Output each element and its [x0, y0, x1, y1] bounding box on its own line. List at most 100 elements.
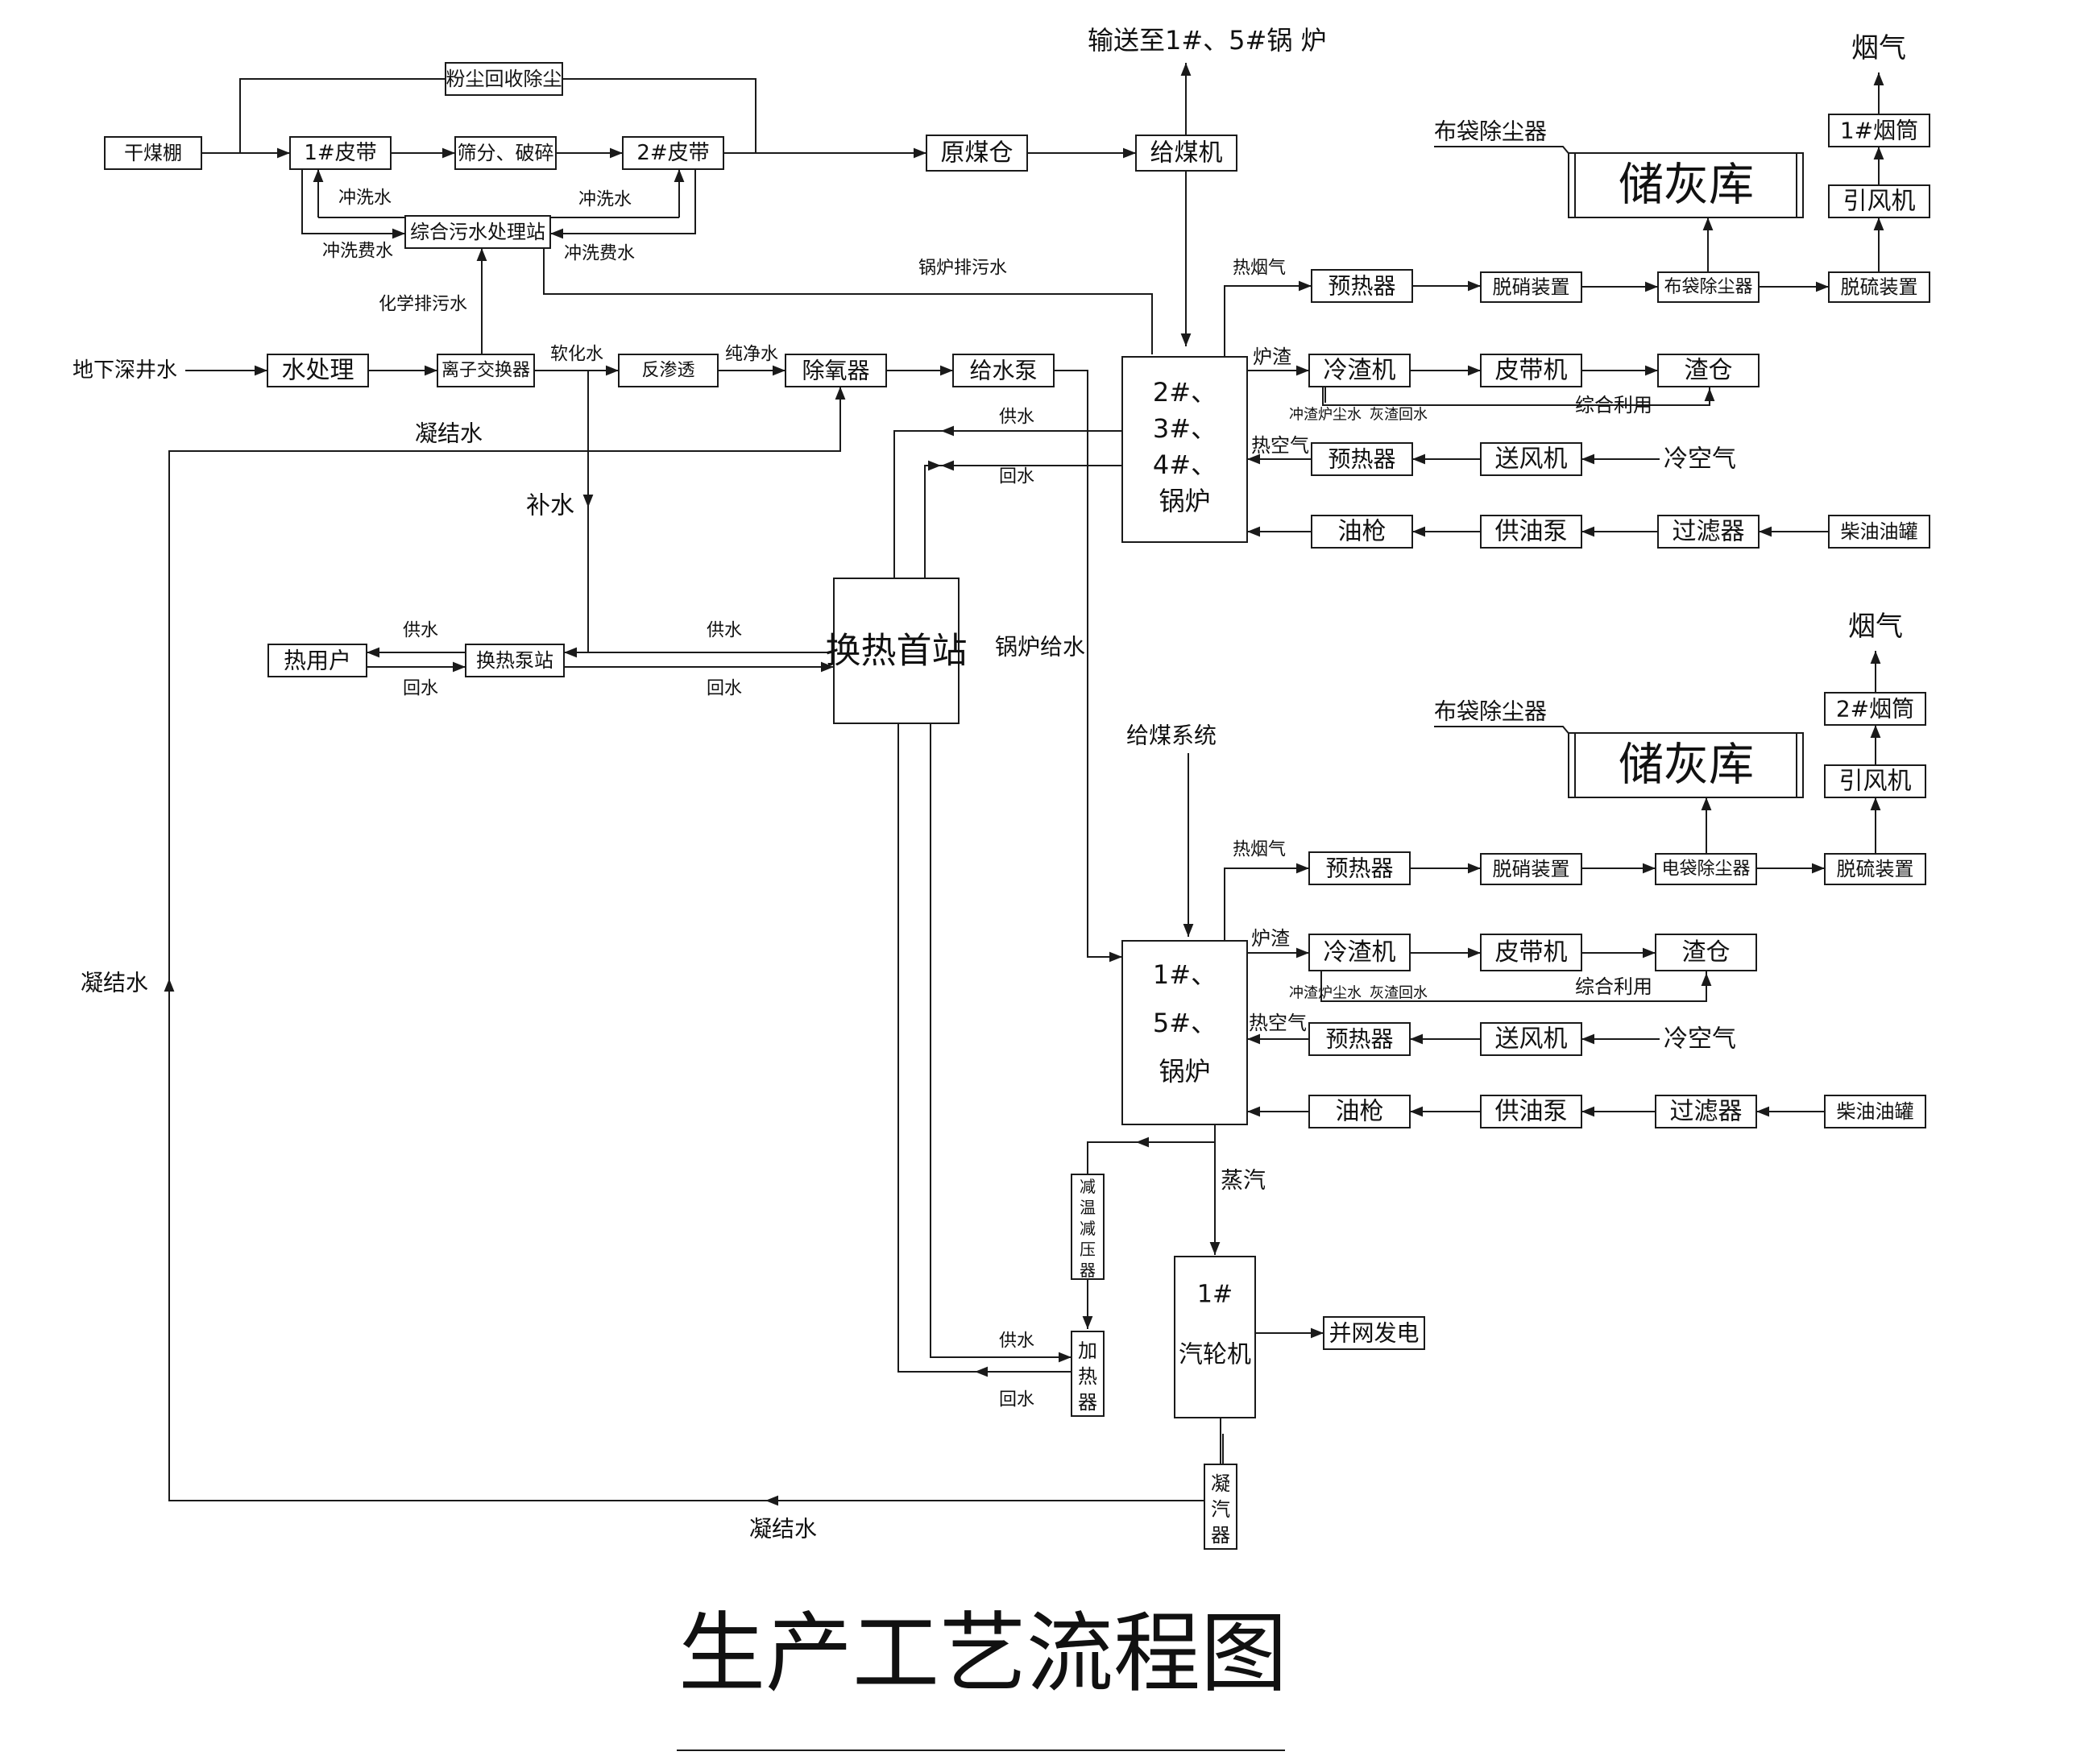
boiler-234-box: 2#、3#、4#、锅炉	[1121, 356, 1248, 543]
coal-system-label: 给煤系统	[1126, 723, 1217, 749]
b1-collector-box: 布袋除尘器	[1657, 271, 1760, 303]
sewage-station-box: 综合污水处理站	[404, 215, 551, 249]
b1-cooler-box-label: 冷渣机	[1324, 357, 1396, 385]
b1-cold-air-label: 冷空气	[1664, 445, 1736, 474]
feed-pump-box: 给水泵	[952, 354, 1055, 387]
b2-fan-box-label: 引风机	[1839, 768, 1912, 796]
flush-waste-right	[550, 169, 696, 239]
b1-belt-box: 皮带机	[1480, 354, 1582, 387]
b2-preheater-box-label: 预热器	[1325, 855, 1393, 882]
b1-blower-box: 送风机	[1480, 442, 1582, 476]
ro-box: 反渗透	[618, 354, 719, 387]
raw-coal-bunker-box: 原煤仓	[926, 135, 1028, 172]
supply-4-label: 供水	[999, 1331, 1034, 1352]
pressure-reducer-label: 减温减压器	[1080, 1177, 1096, 1280]
b1-smoke-label: 烟气	[1851, 32, 1906, 64]
b1-ash-silo: 储灰库	[1568, 152, 1804, 218]
b1-bag-label: 布袋除尘器	[1434, 118, 1547, 145]
b2-slag-water1-label: 冲渣炉尘水	[1289, 985, 1362, 1002]
b2-oil-tank-box: 柴油油罐	[1824, 1095, 1926, 1128]
grid-box: 并网发电	[1323, 1316, 1425, 1350]
chem-drain-label: 化学排污水	[379, 295, 467, 315]
turbine-box-line-0: 1#	[1197, 1281, 1233, 1309]
b2-desulf-box: 脱硫装置	[1824, 853, 1926, 885]
sewage-station-box-label: 综合污水处理站	[410, 221, 545, 243]
flush-water-left-label: 冲洗水	[338, 188, 392, 209]
coal-feeder-box: 给煤机	[1135, 135, 1237, 172]
b1-ash-silo-label: 储灰库	[1619, 159, 1754, 212]
ion-exchanger-box-label: 离子交换器	[441, 361, 530, 381]
b2-bag-leader	[1434, 726, 1576, 742]
b1-fan-box-label: 引风机	[1843, 188, 1916, 216]
b2-blower-box: 送风机	[1480, 1022, 1582, 1056]
supply-2-label: 供水	[707, 621, 742, 641]
coal-feeder-box-label: 给煤机	[1150, 139, 1223, 168]
b2-air-preheater-box-label: 预热器	[1325, 1026, 1393, 1053]
b2-denox-box: 脱硝装置	[1480, 853, 1582, 885]
b2-denox-box-label: 脱硝装置	[1493, 858, 1570, 880]
b2-filter-box: 过滤器	[1655, 1095, 1757, 1128]
condensate-return	[168, 387, 1224, 1501]
b1-air-preheater-box: 预热器	[1311, 442, 1413, 476]
heat-pump-station-box-label: 换热泵站	[476, 649, 553, 672]
b1-preheater-box: 预热器	[1311, 269, 1413, 303]
supply-3-label: 供水	[999, 408, 1034, 428]
b2-cold-air-label: 冷空气	[1664, 1025, 1736, 1054]
b2-collector-box-label: 电袋除尘器	[1661, 859, 1750, 880]
return-4-label: 回水	[999, 1390, 1034, 1410]
b2-oil-pump-box: 供油泵	[1480, 1095, 1582, 1128]
condenser-label: 凝汽器	[1211, 1472, 1230, 1547]
flush-water-right-label: 冲洗水	[578, 190, 632, 210]
dry-coal-shed-box-label: 干煤棚	[124, 142, 182, 164]
b1-oil-tank-box: 柴油油罐	[1828, 515, 1930, 549]
supply-1-label: 供水	[403, 621, 438, 641]
boiler-15-box-line-0: 1#、	[1153, 959, 1217, 990]
deaerator-box: 除氧器	[785, 354, 887, 387]
deaerator-box-label: 除氧器	[802, 358, 869, 384]
boiler-234-box-line-1: 3#、	[1153, 413, 1217, 444]
b1-filter-box-label: 过滤器	[1673, 518, 1745, 546]
water-treatment-box-label: 水处理	[282, 357, 354, 385]
b2-flue-to-preheater	[1224, 863, 1309, 941]
belt-1-box: 1#皮带	[289, 136, 392, 170]
heat-user-box: 热用户	[267, 644, 367, 677]
heat-pump-station-box: 换热泵站	[465, 644, 565, 677]
b2-chimney-box-label: 2#烟筒	[1836, 696, 1914, 723]
b2-slag-bin-box-label: 渣仓	[1682, 938, 1731, 967]
turbine-box-line-1: 汽轮机	[1179, 1341, 1251, 1369]
boiler-234-box-line-2: 4#、	[1153, 449, 1217, 480]
b2-fan-box: 引风机	[1824, 764, 1926, 798]
b1-cooler-box: 冷渣机	[1308, 354, 1411, 387]
hot-flue-2-label: 热烟气	[1233, 840, 1286, 860]
heat-user-box-label: 热用户	[284, 648, 351, 674]
boiler-234-box-line-0: 2#、	[1153, 377, 1217, 408]
belt-2-box: 2#皮带	[622, 136, 724, 170]
b1-hot-air-label: 热空气	[1251, 434, 1309, 457]
b2-cooler-box-label: 冷渣机	[1324, 938, 1396, 967]
heater-label: 加热器	[1078, 1340, 1097, 1414]
reducer-feed	[1087, 1141, 1136, 1174]
b1-denox-box-label: 脱硝装置	[1493, 276, 1570, 299]
b1-preheater-box-label: 预热器	[1328, 273, 1395, 300]
b2-oil-gun-box-label: 油枪	[1336, 1098, 1384, 1126]
screen-crush-box: 筛分、破碎	[454, 136, 557, 170]
b2-smoke-label: 烟气	[1848, 611, 1903, 643]
b1-fan-box: 引风机	[1828, 184, 1930, 218]
b1-oil-tank-box-label: 柴油油罐	[1841, 520, 1918, 543]
condensate-left-label: 凝结水	[81, 970, 148, 996]
steam-label: 蒸汽	[1221, 1167, 1266, 1194]
b1-slag-bin-box-label: 渣仓	[1685, 357, 1733, 385]
feed-pump-box-label: 给水泵	[969, 358, 1037, 384]
b2-collector-box: 电袋除尘器	[1655, 853, 1757, 885]
b2-hot-air-label: 热空气	[1249, 1012, 1307, 1034]
makeup-label: 补水	[526, 492, 574, 520]
b1-oil-pump-box-label: 供油泵	[1495, 518, 1568, 546]
b1-chimney-box: 1#烟筒	[1828, 114, 1930, 147]
water-treatment-box: 水处理	[267, 354, 369, 387]
b2-blower-box-label: 送风机	[1495, 1025, 1568, 1054]
b1-blower-box-label: 送风机	[1495, 445, 1568, 474]
belt-2-box-label: 2#皮带	[636, 141, 709, 165]
b1-filter-box: 过滤器	[1657, 515, 1760, 549]
b2-ash-silo-label: 储灰库	[1619, 739, 1754, 792]
